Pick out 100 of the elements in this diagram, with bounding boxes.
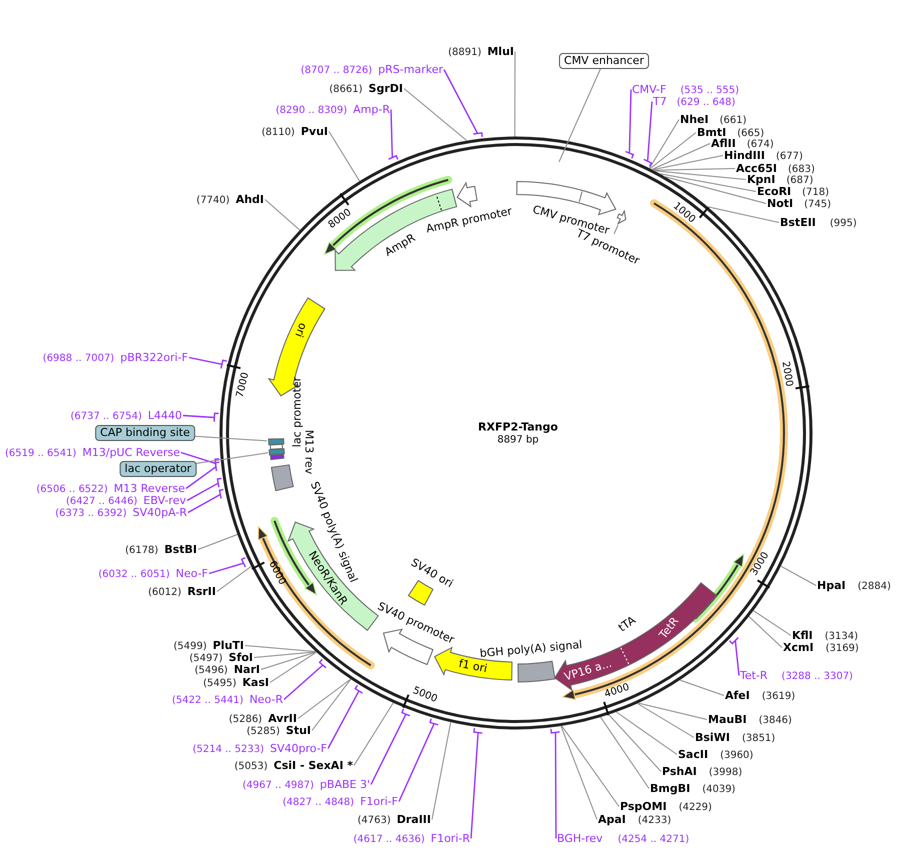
feature-label-box: lac operator — [120, 461, 196, 477]
restriction-site-label: (8110) PvuI — [262, 123, 328, 140]
leader-line — [198, 534, 238, 550]
leader-line — [614, 224, 619, 234]
tick-label: 6000 — [266, 558, 289, 588]
primer-label: (4827 .. 4848) F1ori-F — [282, 793, 398, 810]
leader-line — [312, 678, 352, 731]
primer-label: (5422 .. 5441) Neo-R — [172, 691, 283, 708]
leader-line — [404, 88, 468, 142]
primer-label: (6988 .. 7007) pBR322ori-F — [42, 349, 188, 366]
restriction-site-label: (6012) RsrII — [148, 583, 216, 600]
restriction-site-label: HpaI (2884) — [817, 577, 891, 594]
restriction-site-label: BmgBI (4039) — [650, 780, 736, 797]
leader-line — [514, 51, 516, 137]
leader-line — [728, 636, 740, 676]
leader-line — [636, 703, 694, 738]
leader-line — [244, 645, 316, 652]
leader-line — [298, 678, 352, 719]
feature-label-box: CAP binding site — [95, 425, 195, 441]
restriction-site-label: PshAI (3998) — [662, 763, 742, 780]
leader-line — [185, 462, 220, 490]
leader-line — [186, 478, 222, 502]
restriction-site-label: (8891) MluI — [448, 43, 514, 60]
feature-label: lac promoter — [290, 376, 304, 448]
leader-line — [643, 100, 653, 168]
primer-label: (6519 .. 6541) M13/pUC Reverse — [4, 444, 180, 461]
leader-line — [649, 119, 680, 169]
restriction-site-label: AfeI (3619) — [725, 687, 796, 704]
leader-line — [616, 712, 678, 755]
restriction-site-label: NheI (661) — [680, 111, 746, 128]
restriction-site-label: (7740) AhdI — [196, 191, 264, 208]
primer-label: (4617 .. 4636) F1ori-R — [353, 830, 470, 847]
leader-line — [679, 680, 724, 696]
leader-line — [624, 88, 634, 160]
restriction-site-label: (4763) DraIII — [357, 811, 431, 828]
restriction-site-label: HindIII (677) — [724, 147, 803, 164]
tick-label: 4000 — [602, 680, 631, 702]
leader-line — [650, 132, 696, 170]
leader-line — [216, 566, 252, 592]
leader-line — [354, 702, 394, 766]
plasmid-name: RXFP2-Tango — [478, 420, 558, 434]
leader-line — [558, 68, 601, 162]
primer-label: (4967 .. 4987) pBABE 3' — [242, 776, 370, 793]
feature-label: tTA — [616, 614, 638, 634]
leader-line — [196, 452, 268, 464]
leader-line — [664, 176, 766, 204]
restriction-site-label: SacII (3960) — [678, 746, 754, 763]
leader-line — [283, 658, 327, 700]
leader-line — [470, 727, 483, 840]
leader-line — [653, 168, 736, 171]
leader-line — [748, 616, 782, 648]
leader-line — [780, 566, 816, 586]
leader-line — [270, 652, 317, 683]
leader-line — [752, 610, 792, 636]
tick-label: 5000 — [411, 684, 440, 706]
restriction-site-label: MauBI (3846) — [708, 711, 792, 728]
leader-line — [561, 725, 620, 807]
restriction-site-label: BsiWI (3851) — [695, 729, 776, 746]
leader-line — [707, 206, 780, 223]
leader-line — [388, 108, 398, 160]
leader-line — [652, 155, 724, 170]
leader-line — [328, 131, 360, 182]
plasmid-size: 8897 bp — [497, 434, 539, 446]
leader-line — [651, 143, 710, 170]
leader-line — [327, 684, 364, 750]
primer-label: BGH-rev (4254 .. 4271) — [557, 830, 690, 847]
primer-label: (6737 .. 6754) L4440 — [70, 407, 182, 424]
leader-line — [443, 68, 483, 138]
feature-label: ori — [292, 321, 310, 339]
primer-label: (5214 .. 5233) SV40pro-F — [192, 740, 327, 757]
leader-line — [370, 708, 410, 786]
leader-line — [550, 728, 560, 840]
leader-line — [182, 412, 220, 422]
feature-label: M13 rev — [302, 430, 316, 474]
restriction-site-label: (6178) BstBI — [125, 541, 197, 558]
leader-line — [660, 173, 756, 192]
primer-label: Tet-R (3288 .. 3307) — [740, 667, 853, 684]
leader-line — [432, 722, 452, 820]
restriction-site-label: BstEII (995) — [780, 214, 857, 231]
primer-label: (8707 .. 8726) pRS-marker — [300, 61, 443, 78]
leader-line — [208, 557, 246, 574]
tick-label: 2000 — [778, 360, 796, 388]
feature-label-box: CMV enhancer — [559, 53, 649, 69]
leader-line — [254, 651, 316, 658]
leader-line — [398, 718, 439, 802]
leader-line — [188, 356, 228, 370]
tick-label: 7000 — [234, 370, 252, 399]
leader-line — [654, 170, 746, 180]
restriction-site-label: NotI (745) — [767, 195, 832, 212]
leader-line — [187, 488, 224, 514]
leader-line — [608, 714, 662, 772]
leader-line — [264, 199, 300, 231]
leader-line — [600, 716, 650, 789]
leader-line — [194, 436, 268, 442]
primer-label: (6032 .. 6051) Neo-F — [98, 565, 208, 582]
primer-label: (8290 .. 8309) Amp-R — [276, 101, 390, 118]
leader-line — [260, 652, 317, 670]
leader-line — [638, 702, 708, 720]
restriction-site-label: (8661) SgrDI — [329, 80, 403, 97]
leader-line — [560, 726, 598, 820]
